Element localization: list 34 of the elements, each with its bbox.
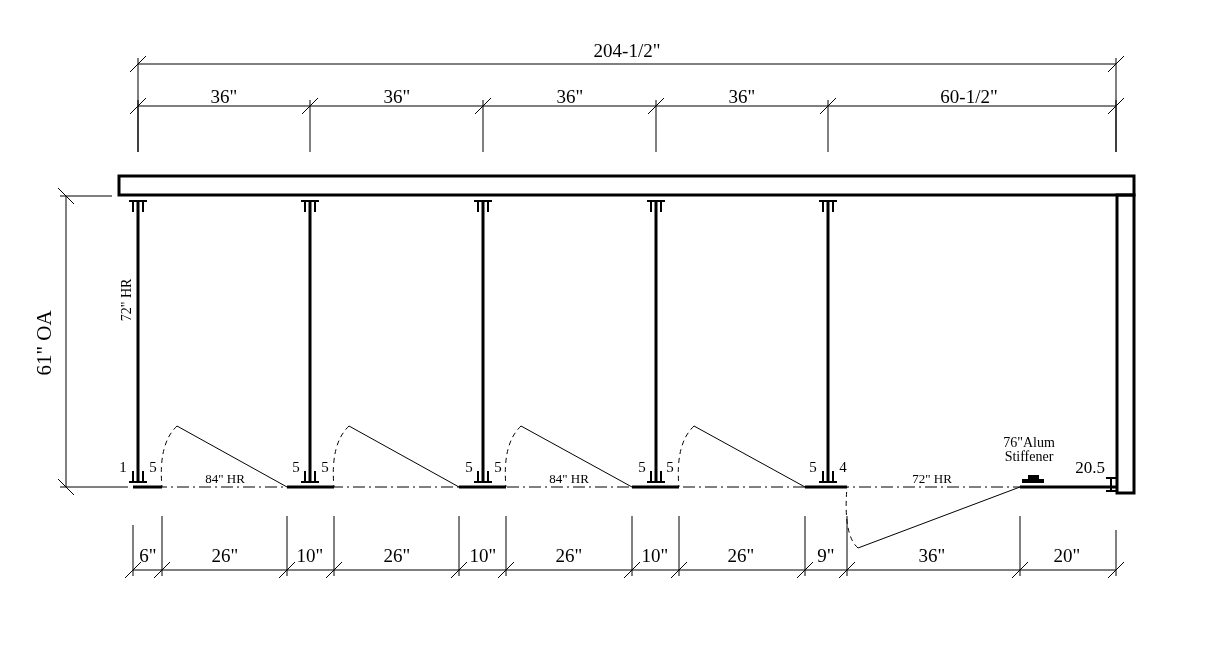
dimension-label: 5	[149, 459, 157, 475]
dimension-label: 204-1/2"	[593, 40, 661, 60]
door-height-label: 84" HR	[549, 471, 589, 485]
dimension-label: 26"	[211, 545, 239, 565]
dimension-label: 9"	[817, 545, 835, 565]
dimension-label: 26"	[555, 545, 583, 565]
panel-height-label: 72" HR	[120, 278, 134, 322]
dimension-label: 26"	[383, 545, 411, 565]
dimension-label: 5	[321, 459, 329, 475]
dimension-label: 10"	[469, 545, 497, 565]
dimension-label: 36"	[210, 86, 238, 106]
dimension-label: 5	[809, 459, 817, 475]
dimension-label: 36"	[556, 86, 584, 106]
dimension-label: 10"	[641, 545, 669, 565]
dimension-label: 5	[494, 459, 502, 475]
dimension-label: 4	[839, 459, 847, 475]
dimension-label: 5	[638, 459, 646, 475]
door-height-label: 84" HR	[205, 471, 245, 485]
stiffener-label: 76"Alum Stiffener	[1002, 436, 1056, 464]
dimension-label: 20"	[1053, 545, 1081, 565]
dimension-label: 5	[465, 459, 473, 475]
door-height-label: 72" HR	[912, 471, 952, 485]
dimension-label: 36"	[383, 86, 411, 106]
dimension-label: 20.5	[1075, 458, 1105, 476]
dimension-label: 61" OA	[33, 310, 55, 376]
dimension-label: 60-1/2"	[940, 86, 998, 106]
dimension-label: 5	[292, 459, 300, 475]
dimension-label: 26"	[727, 545, 755, 565]
dimension-label: 36"	[728, 86, 756, 106]
dimension-label: 36"	[918, 545, 946, 565]
dimension-label: 5	[666, 459, 674, 475]
dimension-label: 6"	[139, 545, 157, 565]
dimension-label: 1	[119, 459, 127, 475]
dimension-label: 10"	[296, 545, 324, 565]
